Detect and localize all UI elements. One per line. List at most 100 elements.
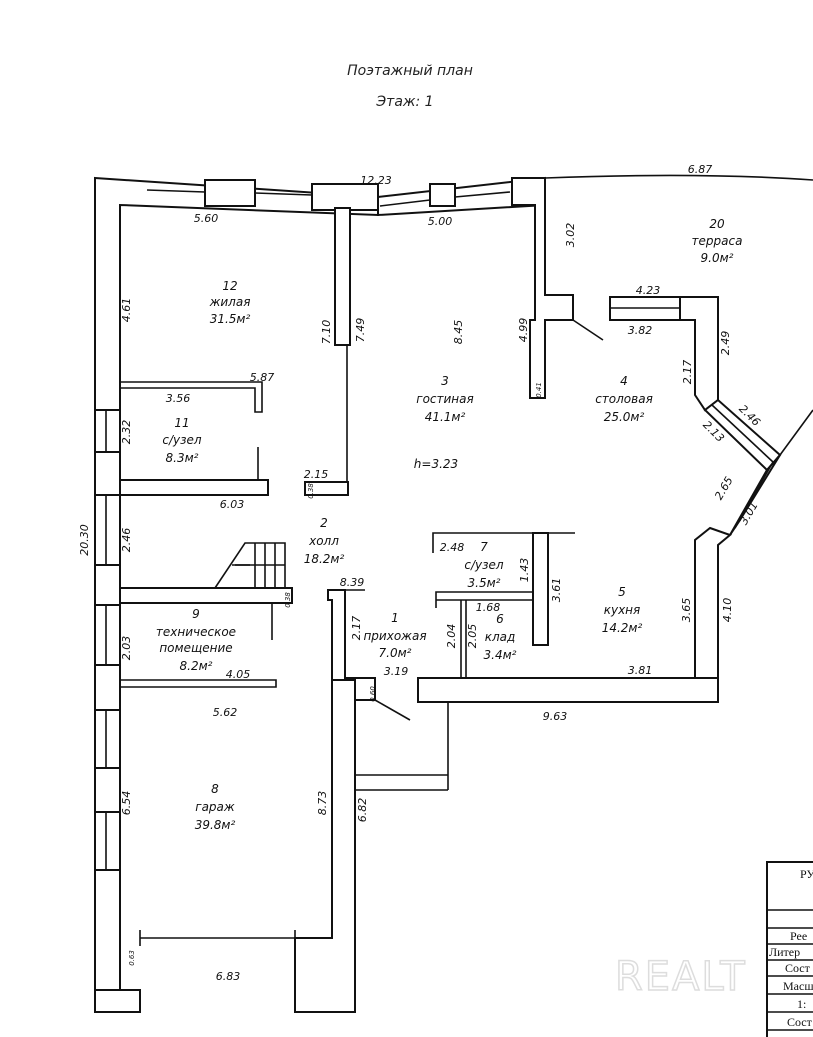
svg-text:7.49: 7.49 (354, 318, 367, 343)
svg-text:8.2м²: 8.2м² (180, 659, 213, 673)
svg-text:2.04: 2.04 (445, 624, 458, 649)
svg-text:2.17: 2.17 (350, 616, 363, 641)
svg-text:8.3м²: 8.3м² (166, 451, 199, 465)
svg-text:3.02: 3.02 (564, 223, 577, 248)
svg-text:1: 1 (391, 611, 399, 625)
svg-text:6.03: 6.03 (220, 498, 245, 511)
title-block-stamp: РУ Рее Литер Сост Масш 1: Сост (766, 861, 813, 1037)
svg-text:8.45: 8.45 (452, 320, 465, 345)
svg-text:0.60: 0.60 (369, 686, 377, 702)
svg-text:8.73: 8.73 (316, 791, 329, 816)
svg-text:4.61: 4.61 (120, 298, 133, 323)
svg-text:терраса: терраса (692, 234, 743, 248)
svg-text:2.05: 2.05 (466, 624, 479, 649)
svg-text:Сост: Сост (787, 1015, 813, 1029)
svg-text:с/узел: с/узел (162, 433, 202, 447)
svg-text:с/узел: с/узел (464, 558, 504, 572)
svg-text:клад: клад (485, 630, 516, 644)
svg-text:Масш: Масш (783, 979, 813, 993)
svg-text:6.83: 6.83 (216, 970, 241, 983)
room-5: 5 кухня 14.2м² (602, 585, 643, 635)
svg-text:2: 2 (320, 516, 328, 530)
svg-text:6.82: 6.82 (356, 798, 369, 823)
room-20: 20 терраса 9.0м² (692, 217, 743, 265)
svg-text:техническое: техническое (156, 625, 236, 639)
svg-text:7: 7 (480, 540, 488, 554)
svg-text:12.23: 12.23 (360, 174, 392, 187)
svg-text:9.0м²: 9.0м² (701, 251, 734, 265)
svg-text:9.63: 9.63 (543, 710, 568, 723)
svg-text:0.63: 0.63 (128, 950, 136, 966)
svg-text:4.99: 4.99 (517, 318, 530, 343)
svg-text:помещение: помещение (159, 641, 232, 655)
svg-text:гостиная: гостиная (416, 392, 473, 406)
svg-text:12: 12 (222, 279, 237, 293)
svg-text:0.41: 0.41 (535, 382, 543, 398)
svg-text:5: 5 (618, 585, 626, 599)
plan-title: Поэтажный план (347, 63, 473, 79)
svg-text:20.30: 20.30 (78, 524, 91, 556)
watermark: REALT (615, 954, 747, 1000)
svg-text:14.2м²: 14.2м² (602, 621, 643, 635)
svg-text:7.10: 7.10 (320, 320, 333, 345)
svg-text:Сост: Сост (785, 961, 811, 975)
svg-text:2.46: 2.46 (120, 528, 133, 553)
svg-text:0.38: 0.38 (307, 483, 315, 499)
room-11: 11 с/узел 8.3м² (162, 416, 202, 465)
svg-text:3.65: 3.65 (680, 598, 693, 623)
svg-text:столовая: столовая (595, 392, 653, 406)
svg-text:6: 6 (496, 612, 504, 626)
dimension-labels: 12.23 6.87 5.60 5.00 3.02 4.61 7.10 7.49… (78, 163, 763, 983)
svg-text:2.03: 2.03 (120, 636, 133, 661)
svg-text:h=3.23: h=3.23 (414, 457, 458, 471)
svg-text:гараж: гараж (195, 800, 235, 814)
svg-text:3: 3 (441, 374, 449, 388)
room-4: 4 столовая 25.0м² (595, 374, 653, 424)
svg-text:3.01: 3.01 (737, 499, 761, 527)
svg-text:5.62: 5.62 (213, 706, 238, 719)
svg-text:2.49: 2.49 (719, 331, 732, 356)
svg-text:4.23: 4.23 (636, 284, 661, 297)
svg-text:4.05: 4.05 (226, 668, 251, 681)
svg-text:4.10: 4.10 (721, 598, 734, 623)
svg-text:31.5м²: 31.5м² (210, 312, 251, 326)
walls (94, 174, 813, 1013)
svg-text:25.0м²: 25.0м² (604, 410, 645, 424)
svg-text:3.5м²: 3.5м² (468, 576, 501, 590)
svg-text:3.82: 3.82 (628, 324, 653, 337)
svg-text:11: 11 (174, 416, 189, 430)
floor-label: Этаж: 1 (375, 94, 433, 110)
svg-text:2.17: 2.17 (681, 360, 694, 385)
svg-text:3.81: 3.81 (628, 664, 653, 677)
svg-text:прихожая: прихожая (363, 629, 426, 643)
svg-text:3.19: 3.19 (384, 665, 409, 678)
svg-text:0.38: 0.38 (284, 592, 292, 608)
room-1: 1 прихожая 7.0м² (363, 611, 426, 660)
svg-text:5.00: 5.00 (428, 215, 453, 228)
svg-text:3.56: 3.56 (166, 392, 191, 405)
svg-text:кухня: кухня (604, 603, 641, 617)
svg-text:6.87: 6.87 (688, 163, 713, 176)
svg-text:20: 20 (709, 217, 725, 231)
svg-text:8: 8 (211, 782, 219, 796)
svg-text:8.39: 8.39 (340, 576, 365, 589)
room-12: 12 жилая 31.5м² (209, 279, 251, 326)
svg-text:4: 4 (620, 374, 628, 388)
svg-text:5.60: 5.60 (194, 212, 219, 225)
svg-text:6.54: 6.54 (120, 791, 133, 816)
svg-text:жилая: жилая (209, 295, 251, 309)
svg-text:1.68: 1.68 (476, 601, 501, 614)
svg-text:2.48: 2.48 (440, 541, 465, 554)
svg-text:3.61: 3.61 (550, 578, 563, 603)
svg-text:Литер: Литер (769, 945, 800, 959)
room-7: 7 с/узел 3.5м² (464, 540, 504, 590)
svg-text:5.87: 5.87 (250, 371, 275, 384)
svg-text:7.0м²: 7.0м² (379, 646, 412, 660)
